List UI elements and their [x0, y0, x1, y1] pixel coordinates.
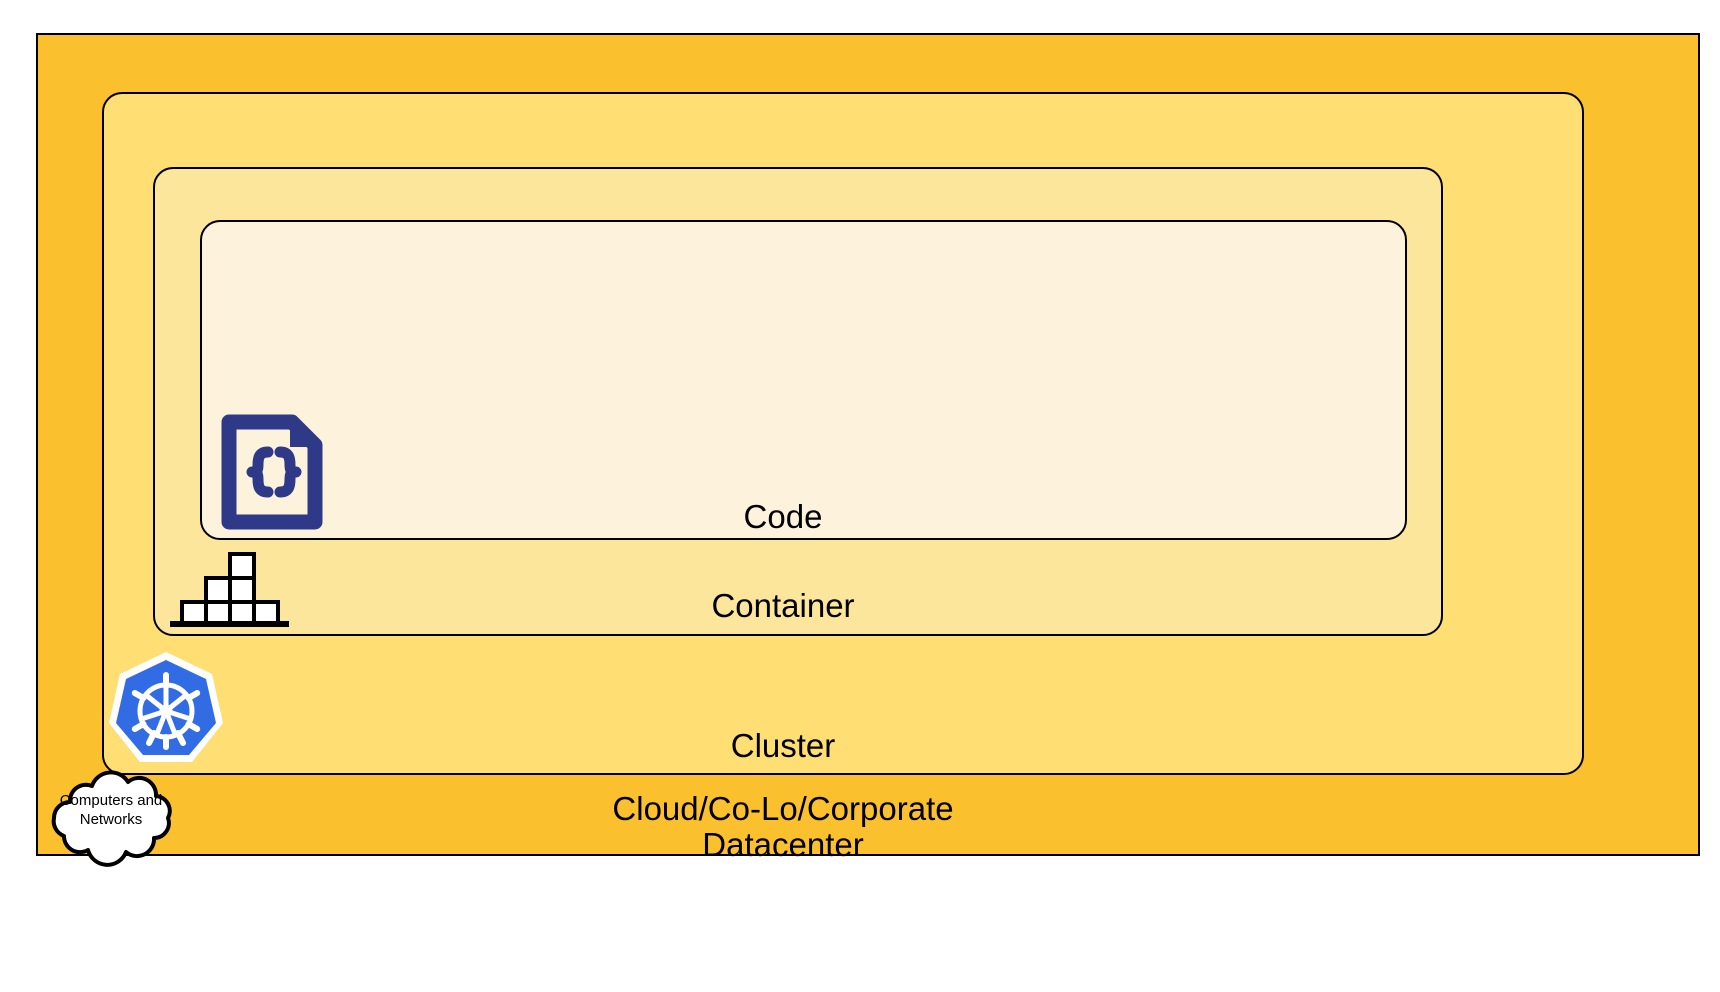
layer-label-datacenter: Cloud/Co-Lo/Corporate Datacenter	[0, 791, 1566, 863]
kubernetes-icon	[109, 651, 223, 766]
cloud-icon-label: Computers and Networks	[40, 791, 182, 829]
layer-label-datacenter-line1: Cloud/Co-Lo/Corporate	[612, 790, 954, 827]
layer-label-code: Code	[743, 498, 823, 535]
cloud-icon-label-line1: Computers and	[59, 792, 163, 809]
layer-code	[200, 220, 1407, 540]
layer-label-container: Container	[711, 587, 855, 624]
container-blocks-icon	[168, 552, 291, 627]
cloud-icon	[40, 770, 182, 867]
layer-label-datacenter-line2: Datacenter	[702, 826, 864, 863]
code-file-icon	[220, 413, 324, 531]
cloud-icon-label-line2: Networks	[79, 811, 143, 828]
layer-label-cluster: Cluster	[730, 727, 836, 764]
